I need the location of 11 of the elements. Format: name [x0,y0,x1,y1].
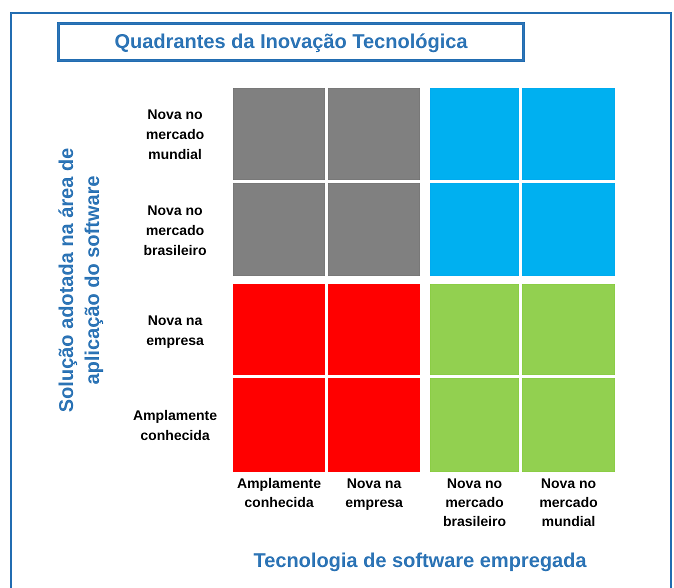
x-axis-title: Tecnologia de software empregada [253,549,587,574]
row-label: Nova no mercado brasileiro [142,200,208,260]
column-label: Nova no mercado mundial [538,474,599,531]
column-label: Nova na empresa [344,474,404,512]
title: Quadrantes da Inovação Tecnológica [114,30,468,55]
row-label: Nova no mercado mundial [144,105,206,164]
column-label: Nova no mercado brasileiro [442,474,508,531]
y-axis-title: Solução adotada na área de aplicação do software [55,146,105,414]
column-label: Amplamente conhecida [236,474,322,512]
row-label: Nova na empresa [145,310,205,350]
row-label: Amplamente conhecida [132,406,218,445]
